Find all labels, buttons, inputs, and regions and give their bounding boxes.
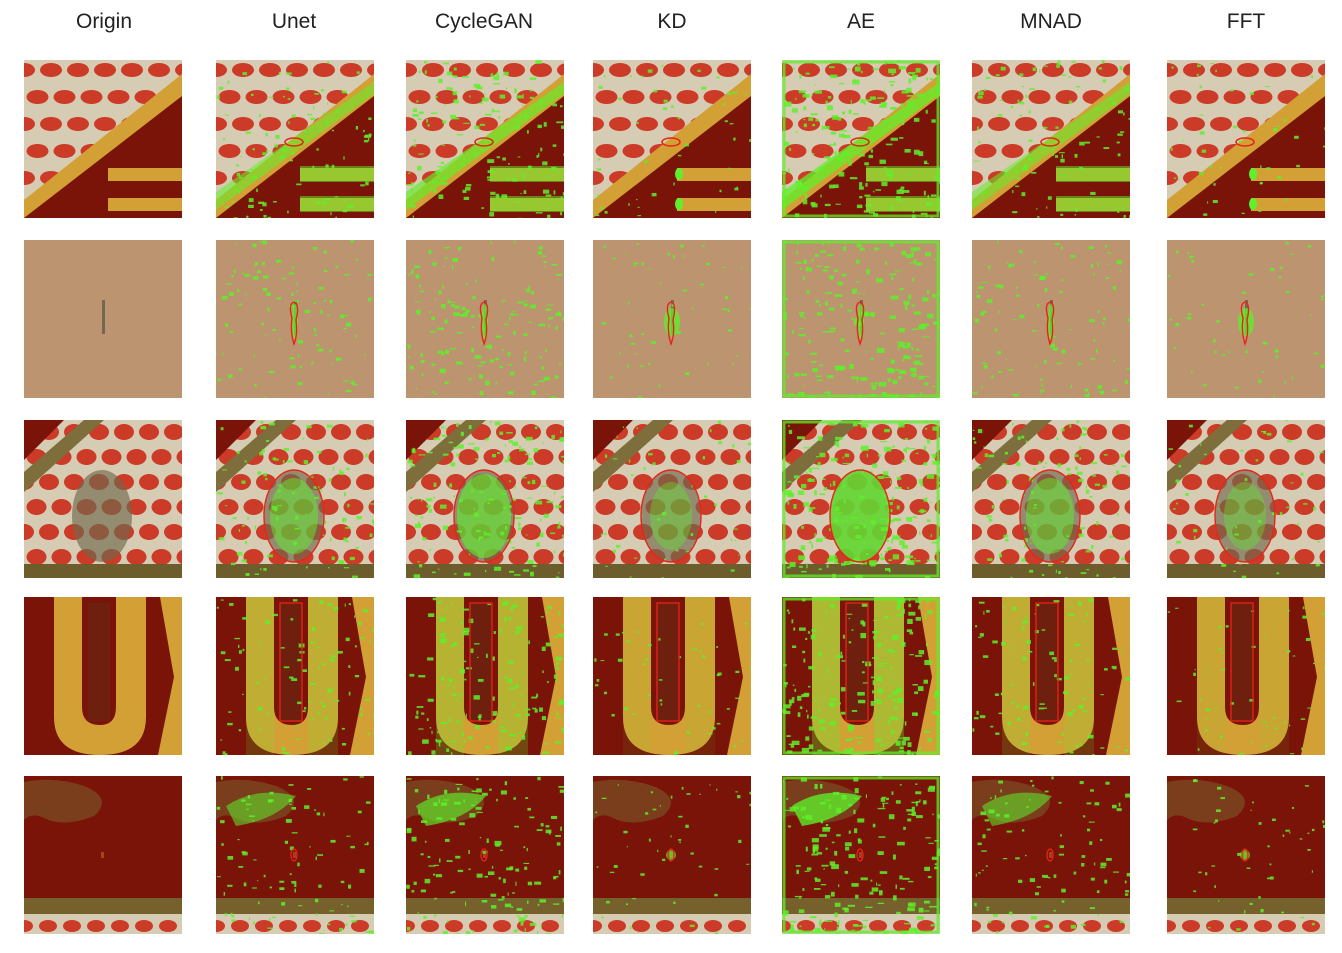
tile-image xyxy=(782,597,940,755)
tile-image xyxy=(972,597,1130,755)
tile-image xyxy=(972,420,1130,578)
tile-dot-grid-stain-unet xyxy=(216,420,374,578)
tile-image xyxy=(24,60,182,218)
tile-image xyxy=(782,776,940,934)
tile-image xyxy=(406,240,564,398)
tile-image xyxy=(24,776,182,934)
tile-image xyxy=(782,240,940,398)
tile-image xyxy=(593,420,751,578)
tile-dark-board-residue-ae xyxy=(782,776,940,934)
tile-letter-u-trace-fft xyxy=(1167,597,1325,755)
tile-image xyxy=(972,776,1130,934)
column-title-kd: KD xyxy=(657,10,687,33)
column-title-fft: FFT xyxy=(1226,10,1266,33)
tile-image xyxy=(406,420,564,578)
column-title-cyclegan: CycleGAN xyxy=(434,10,534,33)
tile-image xyxy=(216,597,374,755)
column-title-unet: Unet xyxy=(271,10,317,33)
column-title-ae: AE xyxy=(846,10,875,33)
tile-image xyxy=(1167,240,1325,398)
tile-dot-grid-stain-origin xyxy=(24,420,182,578)
tile-plain-surface-scratch-ae xyxy=(782,240,940,398)
tile-image xyxy=(782,420,940,578)
tile-image xyxy=(1167,597,1325,755)
tile-image xyxy=(972,240,1130,398)
tile-diagonal-trace-dots-cyclegan xyxy=(406,60,564,218)
tile-image xyxy=(406,597,564,755)
tile-plain-surface-scratch-kd xyxy=(593,240,751,398)
tile-image xyxy=(1167,60,1325,218)
tile-image xyxy=(24,597,182,755)
tile-dark-board-residue-kd xyxy=(593,776,751,934)
tile-plain-surface-scratch-cyclegan xyxy=(406,240,564,398)
tile-diagonal-trace-dots-mnad xyxy=(972,60,1130,218)
tile-plain-surface-scratch-origin xyxy=(24,240,182,398)
tile-image xyxy=(406,60,564,218)
tile-diagonal-trace-dots-unet xyxy=(216,60,374,218)
tile-dot-grid-stain-kd xyxy=(593,420,751,578)
tile-plain-surface-scratch-unet xyxy=(216,240,374,398)
tile-image xyxy=(1167,776,1325,934)
tile-diagonal-trace-dots-ae xyxy=(782,60,940,218)
tile-image xyxy=(24,420,182,578)
tile-dot-grid-stain-ae xyxy=(782,420,940,578)
tile-diagonal-trace-dots-kd xyxy=(593,60,751,218)
tile-dot-grid-stain-mnad xyxy=(972,420,1130,578)
tile-image xyxy=(216,240,374,398)
column-title-mnad: MNAD xyxy=(1020,10,1082,33)
tile-image xyxy=(782,60,940,218)
tile-image xyxy=(216,776,374,934)
tile-dark-board-residue-cyclegan xyxy=(406,776,564,934)
tile-diagonal-trace-dots-origin xyxy=(24,60,182,218)
tile-dark-board-residue-unet xyxy=(216,776,374,934)
tile-plain-surface-scratch-fft xyxy=(1167,240,1325,398)
tile-dot-grid-stain-cyclegan xyxy=(406,420,564,578)
tile-letter-u-trace-origin xyxy=(24,597,182,755)
tile-dark-board-residue-fft xyxy=(1167,776,1325,934)
tile-image xyxy=(972,60,1130,218)
tile-image xyxy=(593,597,751,755)
tile-letter-u-trace-unet xyxy=(216,597,374,755)
tile-letter-u-trace-ae xyxy=(782,597,940,755)
tile-image xyxy=(593,60,751,218)
tile-letter-u-trace-kd xyxy=(593,597,751,755)
tile-letter-u-trace-cyclegan xyxy=(406,597,564,755)
column-title-origin: Origin xyxy=(75,10,133,33)
tile-image xyxy=(406,776,564,934)
tile-image xyxy=(593,240,751,398)
tile-image xyxy=(24,240,182,398)
tile-image xyxy=(1167,420,1325,578)
tile-dark-board-residue-mnad xyxy=(972,776,1130,934)
tile-diagonal-trace-dots-fft xyxy=(1167,60,1325,218)
tile-letter-u-trace-mnad xyxy=(972,597,1130,755)
tile-dark-board-residue-origin xyxy=(24,776,182,934)
tile-image xyxy=(216,420,374,578)
tile-dot-grid-stain-fft xyxy=(1167,420,1325,578)
tile-plain-surface-scratch-mnad xyxy=(972,240,1130,398)
tile-image xyxy=(216,60,374,218)
tile-image xyxy=(593,776,751,934)
